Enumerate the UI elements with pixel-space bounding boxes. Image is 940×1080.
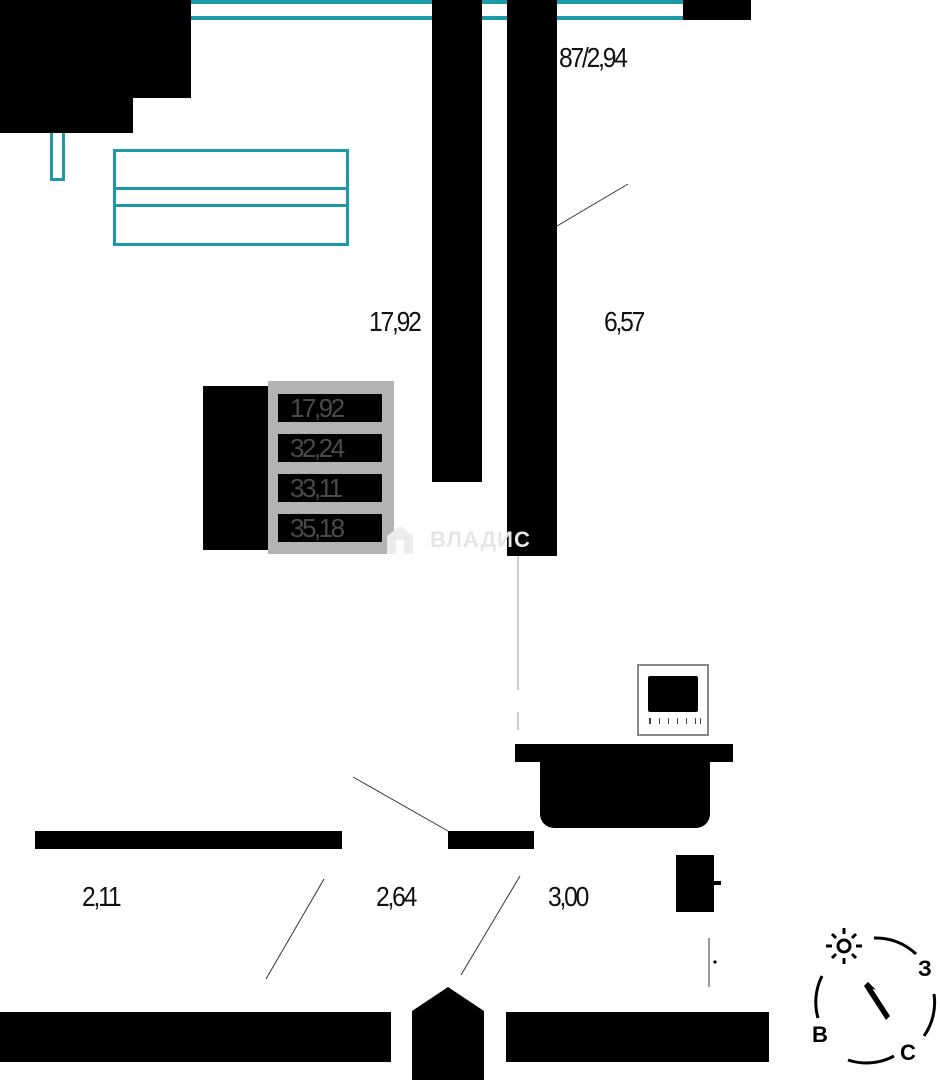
area-label-top-right: 87/2,94 <box>559 42 628 73</box>
window-top-left-lower <box>191 16 432 20</box>
door-swing-hall <box>352 776 449 832</box>
legend-row-4: 35,18 <box>278 514 382 542</box>
watermark-logo-icon <box>387 526 413 554</box>
legend-row-3: 33,11 <box>278 474 382 502</box>
furniture-cyan-divider-2 <box>113 204 349 207</box>
door-swing-entrance <box>460 875 521 976</box>
door-swing-bath <box>265 878 325 980</box>
compass-west-label: В <box>812 1022 828 1047</box>
wall-top-left-step <box>0 98 133 133</box>
wall-bath-partition <box>676 855 714 912</box>
area-label-bath: 2,11 <box>82 881 122 912</box>
wall-legend-block <box>203 386 270 550</box>
area-label-toilet: 3,00 <box>548 881 589 912</box>
window-top-mid <box>482 0 507 4</box>
counter-top <box>515 744 733 762</box>
door-swing-kitchen <box>556 183 629 227</box>
window-top-right <box>557 0 683 4</box>
stove-icon <box>637 664 709 736</box>
wall-top-right-stub <box>683 0 751 20</box>
window-top-right-lower <box>557 16 683 20</box>
furniture-cyan-divider-1 <box>113 187 349 190</box>
window-top-mid-lower <box>482 16 507 20</box>
bathtub-icon <box>540 762 710 828</box>
entrance-arrow-icon <box>412 987 484 1080</box>
area-label-hall: 2,64 <box>376 881 417 912</box>
legend-row-1: 17,92 <box>278 394 382 422</box>
wall-bottom-right <box>506 1012 769 1062</box>
wall-bath-partition-tick <box>714 881 721 885</box>
window-top-left <box>191 0 432 4</box>
legend-row-2: 32,24 <box>278 434 382 462</box>
area-label-living: 17,92 <box>369 306 422 337</box>
toilet-dot <box>713 960 717 964</box>
wall-horizontal-left <box>35 831 342 849</box>
compass-south-label: С <box>900 1040 916 1065</box>
wall-bottom-left <box>0 1012 391 1062</box>
furniture-cyan-box <box>113 149 349 246</box>
wall-vertical-left <box>432 0 482 482</box>
wall-top-left-block <box>0 0 191 98</box>
wall-vertical-right <box>507 0 557 556</box>
wall-horizontal-mid <box>448 831 534 849</box>
watermark-text: ВЛАДИС <box>430 527 531 552</box>
window-vertical-small <box>50 133 65 181</box>
area-label-kitchen: 6,57 <box>604 306 645 337</box>
compass-icon <box>814 928 937 1065</box>
compass-east-label: З <box>918 956 932 981</box>
